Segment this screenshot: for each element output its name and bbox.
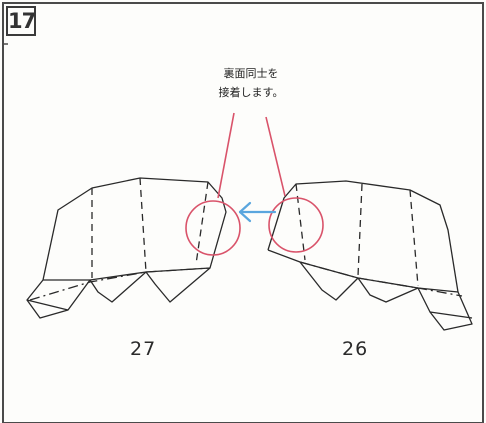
- paper-part-26: [267, 180, 473, 331]
- paper-part-27: [26, 177, 227, 319]
- part-26-fold-3: [409, 189, 419, 287]
- part-26-fold-2: [357, 183, 363, 277]
- part-27-fold-3: [195, 181, 209, 265]
- leader-line-right: [265, 116, 286, 197]
- glue-circle-left: [185, 200, 241, 256]
- part-26-body-outline: [267, 180, 459, 293]
- part-26-flaps: [299, 261, 473, 331]
- part-label-27: 27: [130, 338, 157, 360]
- leader-line-left: [217, 112, 235, 199]
- arrow-left-icon: [238, 201, 277, 223]
- part-label-26: 26: [342, 338, 369, 360]
- part-27-flap-edge: [26, 299, 69, 311]
- glue-circle-right: [268, 197, 324, 253]
- instruction-text: 裏面同士を 接着します。: [196, 64, 306, 102]
- instruction-line-1: 裏面同士を: [223, 67, 279, 80]
- part-27-fold-2: [139, 177, 147, 273]
- part-26-fold-1: [295, 183, 306, 261]
- part-27-flaps: [26, 267, 211, 319]
- part-27-body-outline: [42, 177, 227, 281]
- part-26-fold-base: [299, 261, 463, 297]
- instruction-line-2: 接着します。: [218, 86, 284, 99]
- part-26-flap-edge: [429, 311, 473, 319]
- step-number: 17: [6, 6, 36, 36]
